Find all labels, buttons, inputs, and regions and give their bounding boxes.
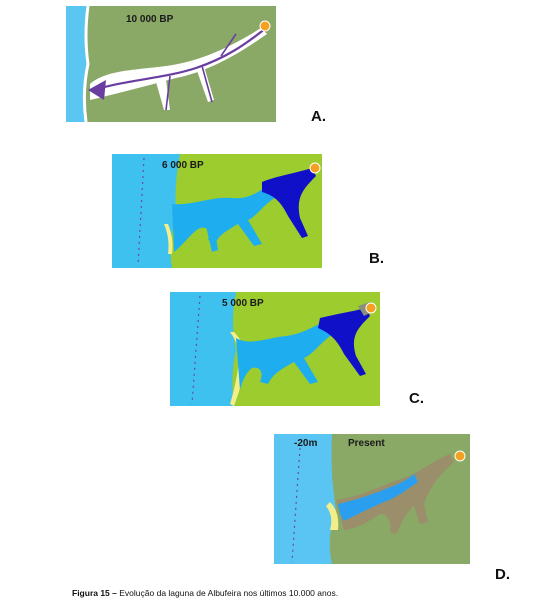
panel-letter-d: D. (495, 566, 510, 583)
panel-letter-c: C. (409, 390, 424, 407)
lagoon-area (338, 474, 418, 521)
sea-area (274, 434, 336, 564)
lagoon-area (206, 226, 218, 252)
map-panel-5000bp: 5 000 BP (170, 292, 380, 406)
panel-age-label: 10 000 BP (126, 14, 174, 25)
map-panel-6000bp: 6 000 BP (112, 154, 322, 268)
panel-age-label: 6 000 BP (162, 160, 204, 171)
sea-area (66, 6, 88, 122)
panel-age-label: Present (348, 438, 385, 449)
flow-arrow-icon (88, 80, 106, 100)
figure-caption: Figura 15 – Evolução da laguna de Albufe… (72, 588, 338, 598)
lagoon-deep-area (318, 308, 370, 376)
shoreline (82, 6, 90, 122)
source-point (454, 450, 466, 462)
sea-area (112, 154, 180, 268)
depth-contour (191, 295, 201, 405)
source-point (365, 302, 377, 314)
depth-label: -20m (294, 438, 317, 449)
map-panel-10000bp: 10 000 BP (66, 6, 276, 122)
figure-caption-text: Evolução da laguna de Albufeira nos últi… (119, 588, 339, 598)
panel-letter-a: A. (311, 108, 326, 125)
source-point (309, 162, 321, 174)
map-panel-present: -20m Present (274, 434, 470, 564)
river-tributary (201, 65, 213, 103)
lagoon-deep-area (262, 168, 316, 238)
depth-contour (137, 157, 145, 267)
river-channel (93, 27, 267, 92)
sea-area (170, 292, 236, 406)
depth-contour (291, 447, 301, 563)
sand-bar (326, 502, 339, 530)
sand-bar (164, 224, 173, 254)
panel-age-label: 5 000 BP (222, 298, 264, 309)
panel-letter-b: B. (369, 250, 384, 267)
lagoon-area (172, 184, 282, 252)
lagoon-area (236, 322, 336, 390)
source-point (259, 20, 271, 32)
river-tributary (165, 75, 171, 111)
river-tributary (220, 33, 237, 57)
figure-caption-prefix: Figura 15 – (72, 588, 117, 598)
